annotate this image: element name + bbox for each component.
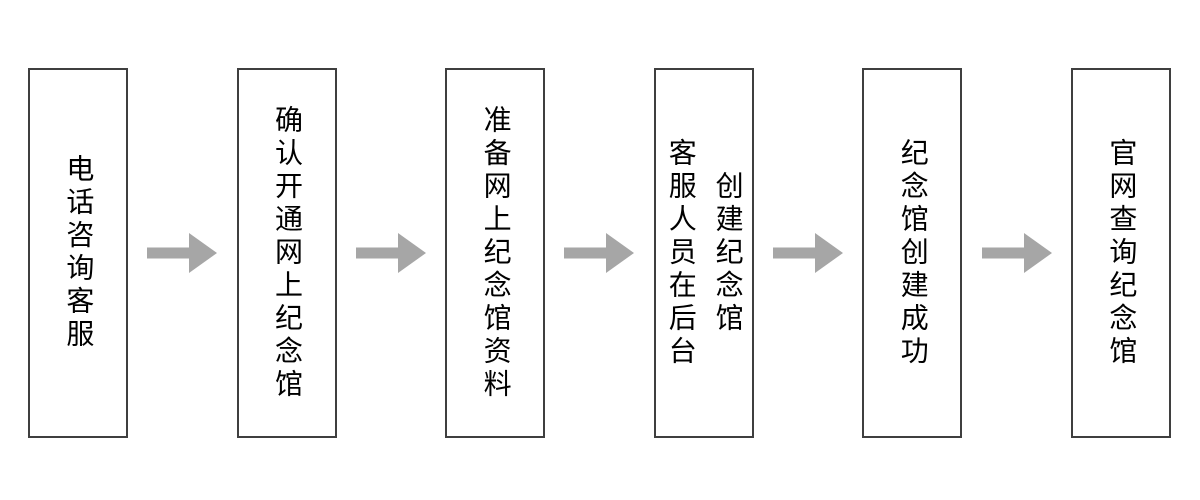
flow-step-label: 创建纪念馆 (711, 170, 745, 336)
flow-step-box: 官网查询纪念馆 (1070, 68, 1171, 438)
right-arrow-shape (564, 233, 635, 273)
flow-step-label: 电话咨询客服 (62, 154, 96, 352)
flow-step-label: 准备网上纪念馆资料 (479, 104, 513, 402)
right-arrow-shape (147, 233, 218, 273)
flow-step-box: 准备网上纪念馆资料 (445, 68, 546, 438)
right-arrow-icon (981, 233, 1052, 273)
flow-step-box: 纪念馆创建成功 (862, 68, 963, 438)
flow-arrow-cell (754, 68, 863, 438)
flow-step-label: 纪念馆创建成功 (896, 137, 930, 369)
right-arrow-icon (564, 233, 635, 273)
flow-step-box: 确认开通网上纪念馆 (236, 68, 337, 438)
flow-arrow-cell (337, 68, 446, 438)
right-arrow-icon (355, 233, 426, 273)
flow-step-box: 客服人员在后台创建纪念馆 (653, 68, 754, 438)
flow-arrow-cell (962, 68, 1071, 438)
flow-step-label: 确认开通网上纪念馆 (270, 104, 304, 402)
right-arrow-icon (773, 233, 844, 273)
right-arrow-shape (355, 233, 426, 273)
flow-step-box: 电话咨询客服 (28, 68, 128, 438)
right-arrow-shape (981, 233, 1052, 273)
flow-step-label: 客服人员在后台 (664, 137, 698, 369)
flow-arrow-cell (545, 68, 654, 438)
flow-arrow-cell (128, 68, 237, 438)
right-arrow-icon (147, 233, 218, 273)
flow-step-label: 官网查询纪念馆 (1105, 137, 1139, 369)
right-arrow-shape (773, 233, 844, 273)
flowchart: 电话咨询客服 确认开通网上纪念馆 准备网上纪念馆资料 客服人员在后台创建纪念馆 … (28, 68, 1171, 438)
